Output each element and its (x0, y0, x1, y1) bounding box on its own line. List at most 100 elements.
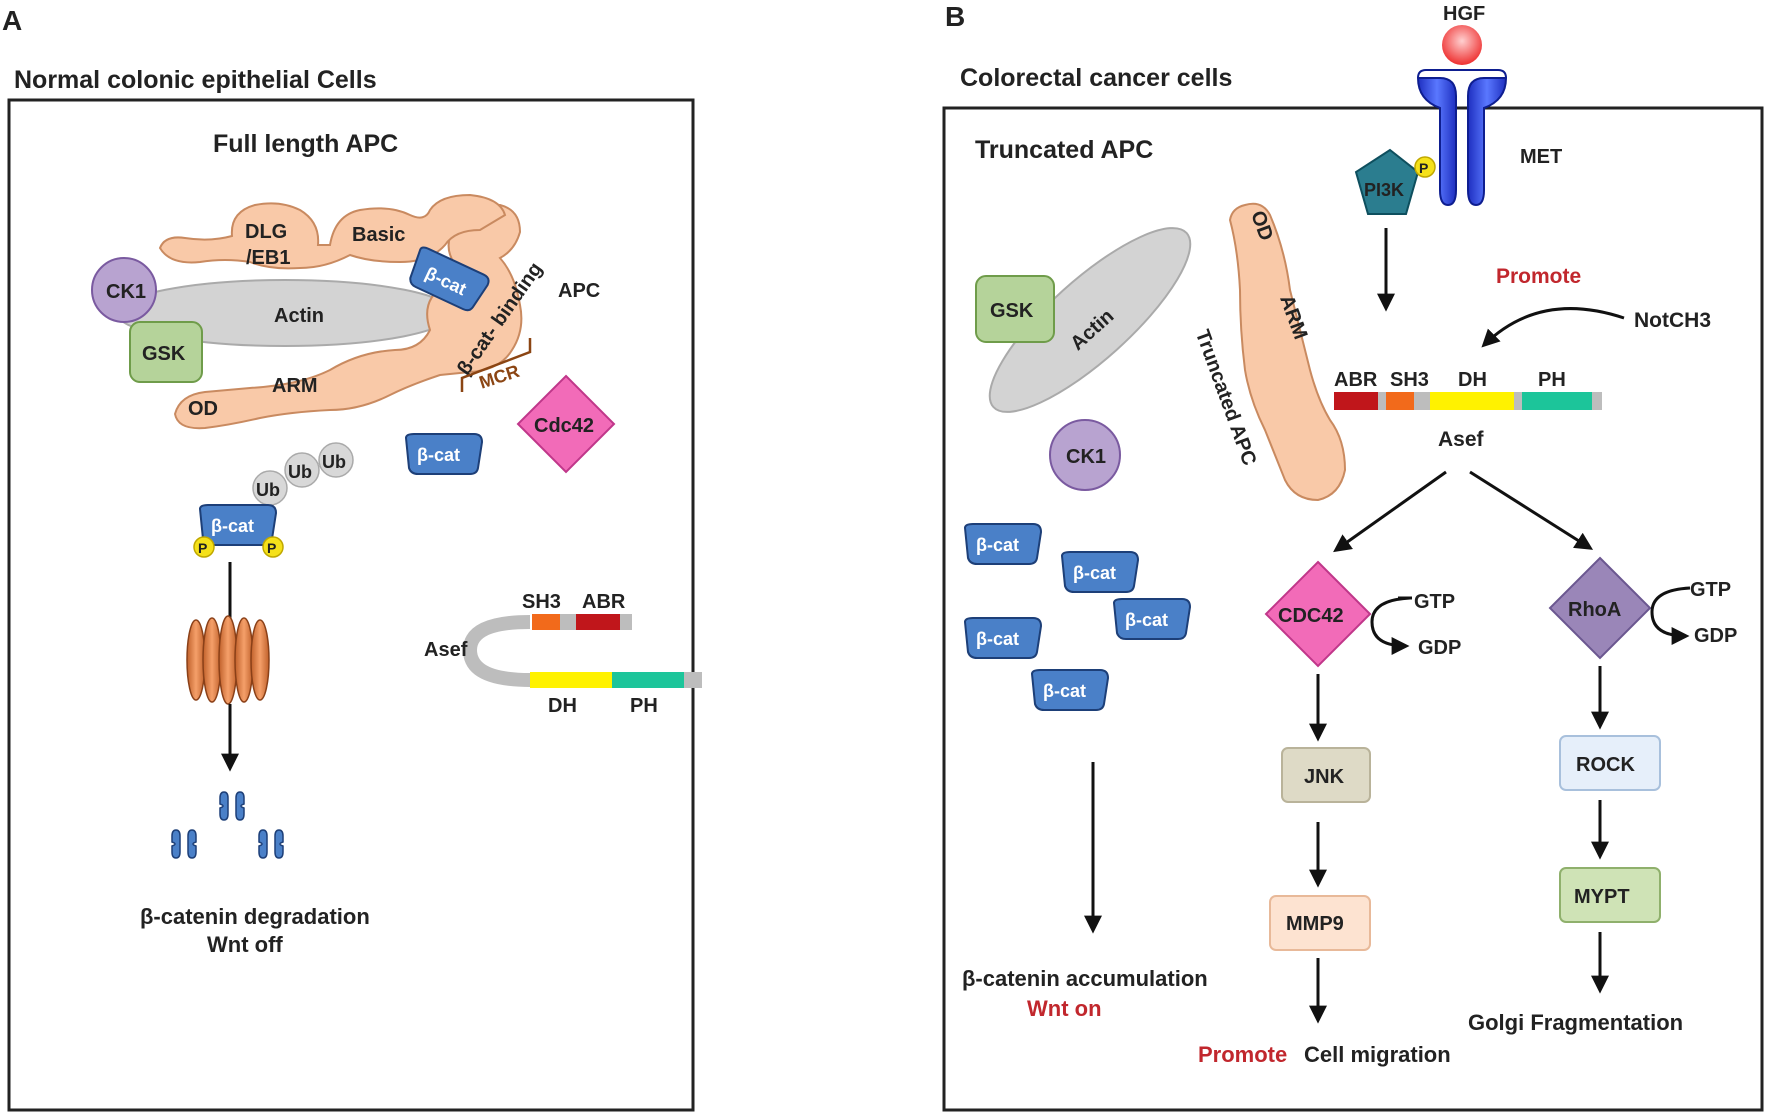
rhoa-node (1548, 556, 1652, 660)
bcat-phospho-label: β-cat (211, 516, 254, 536)
bcat-b-1-label: β-cat (976, 535, 1019, 555)
arrow-asef-rhoa (1469, 470, 1594, 550)
ub-3 (318, 442, 354, 478)
pi3k-node (1354, 148, 1420, 215)
asef-b-abr-label: ABR (1334, 369, 1378, 391)
ck1-node (91, 257, 157, 323)
arrow-notch3-asef (1481, 307, 1625, 348)
mypt-node (1559, 867, 1661, 923)
asef-b-sh3-label: SH3 (1390, 369, 1429, 391)
mmp9-node (1269, 895, 1371, 951)
notch3-label: NotCH3 (1634, 309, 1711, 332)
jnk-node (1281, 747, 1371, 803)
panel-b-subtitle: Truncated APC (975, 136, 1153, 164)
panel-a-title: Normal colonic epithelial Cells (14, 66, 377, 94)
asef-b-label: Asef (1438, 428, 1485, 451)
panel-a-letter: A (2, 5, 22, 36)
phospho-right (262, 536, 284, 558)
rhoa-gtp-label: GTP (1690, 579, 1731, 601)
fragment-3 (258, 829, 284, 859)
bcat-b-3-label: β-cat (1125, 610, 1168, 630)
panel-a-outcome-line1: β-catenin degradation (140, 904, 370, 929)
panel-a-subtitle: Full length APC (213, 130, 398, 158)
pi3k-label: PI3K (1364, 180, 1404, 200)
asef-a-abr-label: ABR (582, 591, 626, 613)
panel-b-letter: B (945, 1, 965, 32)
panel-b-frame (942, 106, 1764, 1112)
actin-filament-b (988, 227, 1192, 413)
asef-a-sh3-label: SH3 (522, 591, 561, 613)
cdc42-gtp-label: GTP (1414, 591, 1455, 613)
ck1-label: CK1 (106, 281, 146, 303)
truncated-apc-shape (1228, 202, 1347, 502)
rhoa-gdp-label: GDP (1694, 625, 1737, 647)
gtp-gdp-cycle-rhoa (1650, 586, 1691, 645)
asef-a-label: Asef (424, 639, 468, 661)
fragment-2 (171, 829, 197, 859)
ck1-b-label: CK1 (1066, 446, 1106, 468)
cdc42-node (516, 374, 616, 474)
apc-eb1-label: /EB1 (246, 247, 290, 269)
phospho-right-label: P (267, 540, 276, 556)
asef-linear (1334, 392, 1602, 410)
phospho-left (193, 536, 215, 558)
apc-arm-label: ARM (272, 375, 318, 397)
arrow-asef-cdc42 (1333, 470, 1447, 553)
bcat-b-4-label: β-cat (976, 629, 1019, 649)
golgi-label: Golgi Fragmentation (1468, 1010, 1683, 1035)
panel-b-outcome-line1: β-catenin accumulation (962, 966, 1208, 991)
apc-basic-label: Basic (352, 224, 405, 246)
mypt-label: MYPT (1574, 886, 1630, 908)
ck1-b-node (1049, 419, 1121, 491)
actin-label: Actin (274, 305, 324, 327)
mmp9-label: MMP9 (1286, 913, 1344, 935)
ub-2-label: Ub (288, 462, 312, 482)
cdc42-b-node (1264, 560, 1372, 668)
hgf-ligand (1442, 25, 1482, 65)
rhoa-label: RhoA (1568, 599, 1621, 621)
asef-b-ph-label: PH (1538, 369, 1566, 391)
ub-3-label: Ub (322, 452, 346, 472)
ub-1-label: Ub (256, 480, 280, 500)
pi3k-phospho-label: P (1419, 160, 1428, 176)
met-label: MET (1520, 146, 1562, 168)
gsk-b-node (975, 275, 1055, 343)
rock-node (1559, 735, 1661, 791)
asef-b-dh-label: DH (1458, 369, 1487, 391)
bcat-b-2-label: β-cat (1073, 563, 1116, 583)
apc-lower-body (173, 203, 523, 430)
apc-upper-body (158, 193, 507, 270)
jnk-label: JNK (1304, 766, 1345, 788)
panel-a-outcome-line2: Wnt off (207, 932, 283, 957)
rock-label: ROCK (1576, 754, 1635, 776)
apc-od-label: OD (188, 398, 218, 420)
gsk-label: GSK (142, 343, 186, 365)
bcat-free-label: β-cat (417, 445, 460, 465)
asef-a-dh-label: DH (548, 695, 577, 717)
gtp-gdp-cycle-cdc42 (1370, 596, 1411, 655)
fragment-1 (219, 791, 245, 821)
cdc42-label: Cdc42 (534, 415, 594, 437)
cell-migration-label: Cell migration (1304, 1042, 1451, 1067)
bcat-b-5-label: β-cat (1043, 681, 1086, 701)
ub-2 (284, 452, 320, 488)
promote-migration-label: Promote (1198, 1042, 1287, 1067)
panel-b-outcome-line2: Wnt on (1027, 996, 1102, 1021)
hgf-label: HGF (1443, 3, 1485, 25)
apc-dlg-label: DLG (245, 221, 287, 243)
gsk-node (129, 321, 203, 383)
mcr-bracket (460, 338, 532, 392)
panel-b-title: Colorectal cancer cells (960, 64, 1232, 92)
promote-notch3-label: Promote (1496, 265, 1581, 288)
asef-folded (462, 614, 702, 688)
cdc42-gdp-label: GDP (1418, 637, 1461, 659)
panel-a-frame (7, 98, 695, 1112)
apc-label: APC (558, 280, 600, 302)
phospho-left-label: P (198, 540, 207, 556)
proteasome-icon (186, 615, 270, 705)
met-receptor (1416, 69, 1508, 207)
pi3k-phospho (1414, 156, 1436, 178)
gsk-b-label: GSK (990, 300, 1034, 322)
asef-a-ph-label: PH (630, 695, 658, 717)
